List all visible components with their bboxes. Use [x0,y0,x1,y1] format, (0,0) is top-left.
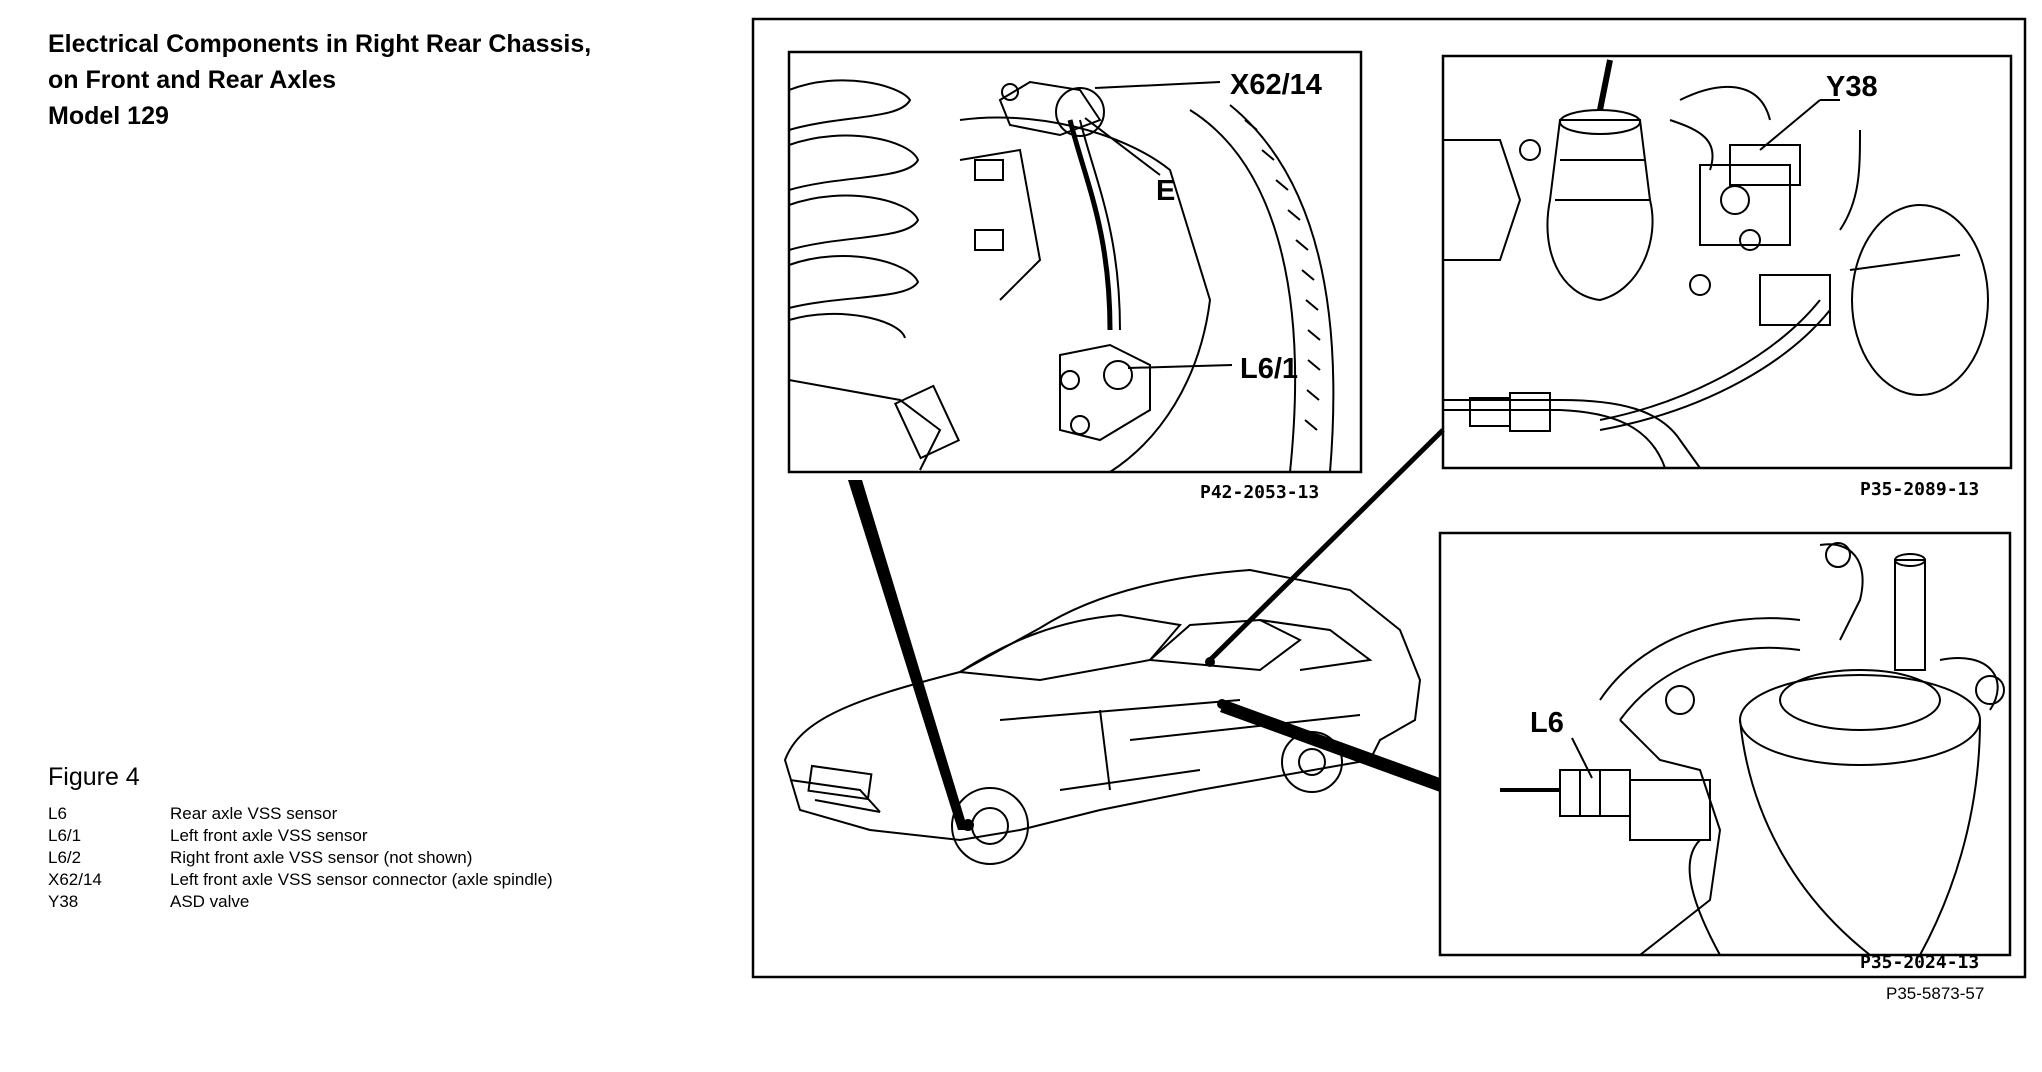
legend-desc: Right front axle VSS sensor (not shown) [170,848,473,867]
legend-code: L6 [48,804,67,823]
callout-e: E [1156,175,1175,207]
outer-frame [751,17,2027,979]
title-line-2: on Front and Rear Axles [48,66,337,94]
legend-code: X62/14 [48,870,102,889]
title-line-3: Model 129 [48,102,169,130]
callout-x62-14: X62/14 [1230,69,1322,101]
locator-lines [848,428,1445,831]
legend: L6 Rear axle VSS sensor L6/1 Left front … [48,803,648,913]
callout-y38: Y38 [1826,71,1878,103]
rear-axle-panel-frame [1438,531,2012,957]
legend-desc: Rear axle VSS sensor [170,804,338,823]
callout-l6-1: L6/1 [1240,353,1298,385]
front-axle-panel-ref: P42-2053-13 [1200,482,1319,503]
callout-l6: L6 [1530,707,1564,739]
asd-valve-panel: Y38 P35-2089-13 [1441,54,2013,500]
asd-valve-leaders [1759,99,1840,151]
legend-row: L6 Rear axle VSS sensor [48,803,648,825]
asd-valve-panel-ref: P35-2089-13 [1860,479,1979,500]
asd-valve-panel-frame [1441,54,2013,470]
legend-row: L6/2 Right front axle VSS sensor (not sh… [48,847,648,869]
page-code: P35-5873-57 [1886,984,1985,1003]
rear-axle-panel-ref: P35-2024-13 [1860,952,1979,973]
rear-axle-illustration [1500,542,2005,956]
title-line-1: Electrical Components in Right Rear Chas… [48,30,592,58]
legend-desc: Left front axle VSS sensor connector (ax… [170,870,553,889]
asd-valve-illustration [1443,59,1989,469]
rear-axle-leaders [1571,737,1593,779]
legend-row: Y38 ASD valve [48,891,648,913]
front-axle-panel: X62/14 E L6/1 P42-2053-13 [787,50,1363,503]
legend-code: L6/2 [48,848,82,867]
front-axle-leaders [1084,81,1233,369]
car-overview [783,568,1422,865]
legend-desc: ASD valve [170,892,250,911]
rear-axle-panel: L6 P35-2024-13 [1438,531,2012,973]
legend-code: Y38 [48,892,79,911]
front-axle-illustration [788,79,1335,473]
legend-desc: Left front axle VSS sensor [170,826,368,845]
figure-label: Figure 4 [48,763,140,791]
legend-row: L6/1 Left front axle VSS sensor [48,825,648,847]
diagram-title: Electrical Components in Right Rear Chas… [48,26,688,134]
legend-row: X62/14 Left front axle VSS sensor connec… [48,869,648,891]
legend-code: L6/1 [48,826,82,845]
